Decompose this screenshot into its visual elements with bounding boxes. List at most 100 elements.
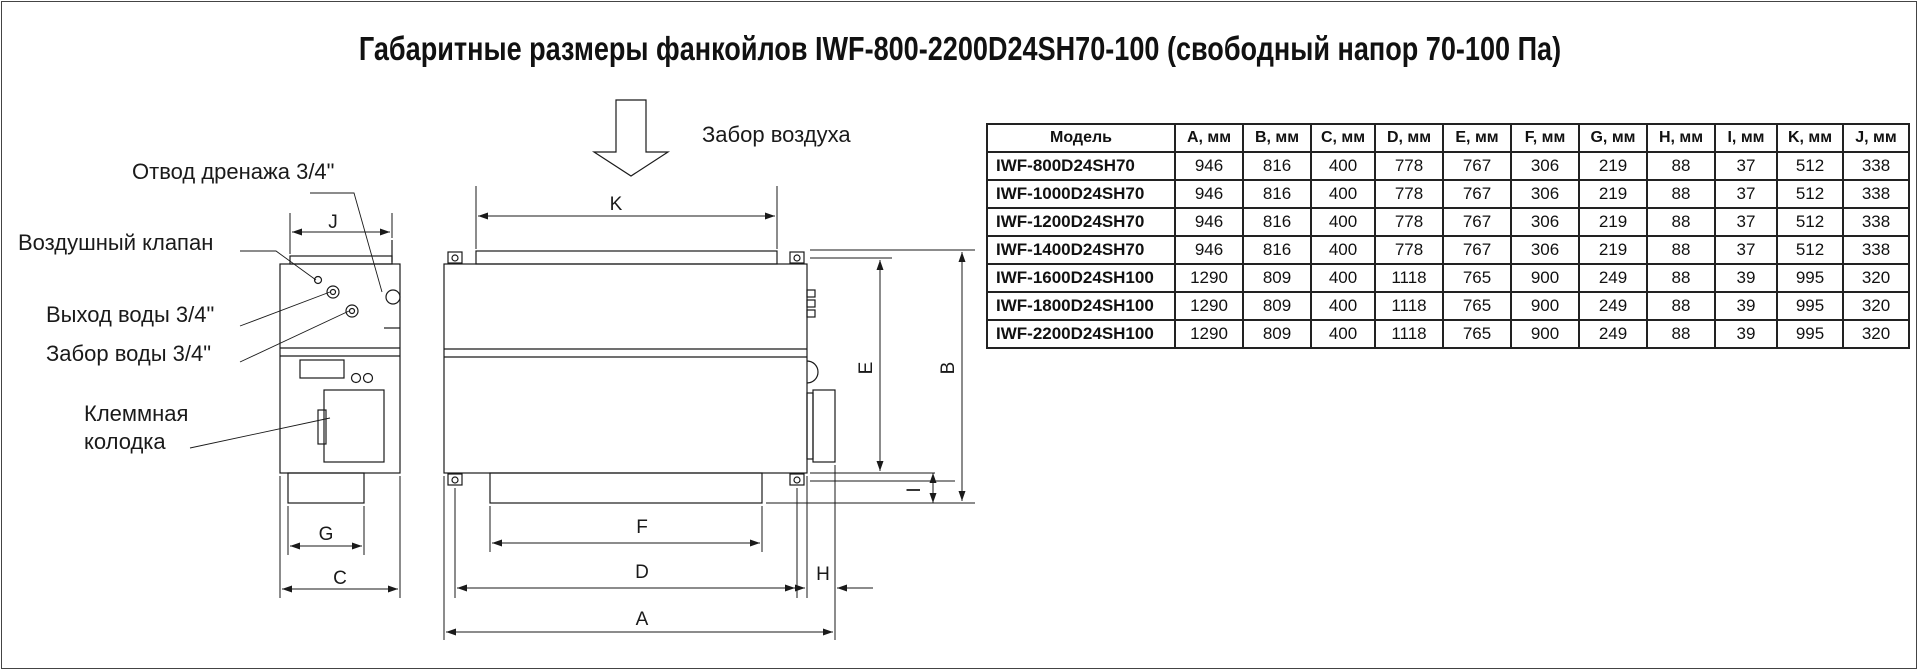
- table-cell-model: IWF-1400D24SH70: [986, 235, 1176, 265]
- table-header-cell: J, мм: [1842, 123, 1910, 153]
- table-cell: 1118: [1374, 263, 1444, 293]
- dim-label-j: J: [328, 212, 338, 233]
- table-cell: 400: [1310, 207, 1376, 237]
- table-cell: 778: [1374, 151, 1444, 181]
- table-cell: 249: [1578, 291, 1648, 321]
- table-header-cell: Модель: [986, 123, 1176, 153]
- dim-label-e: E: [856, 362, 877, 375]
- table-cell: 219: [1578, 179, 1648, 209]
- table-cell: 219: [1578, 151, 1648, 181]
- table-cell: 778: [1374, 235, 1444, 265]
- table-cell: 765: [1442, 291, 1512, 321]
- table-cell: 306: [1510, 151, 1580, 181]
- table-cell: 1118: [1374, 291, 1444, 321]
- dimensions-table: Модель A, мм B, мм C, мм D, мм E, мм F, …: [986, 123, 1910, 349]
- table-cell: 816: [1242, 207, 1312, 237]
- table-cell: 816: [1242, 235, 1312, 265]
- table-cell: 512: [1776, 179, 1844, 209]
- table-cell: 900: [1510, 263, 1580, 293]
- table-header-cell: F, мм: [1510, 123, 1580, 153]
- table-cell-model: IWF-1000D24SH70: [986, 179, 1176, 209]
- table-cell: 1290: [1174, 319, 1244, 349]
- table-cell: 400: [1310, 151, 1376, 181]
- table-cell: 995: [1776, 263, 1844, 293]
- dim-label-i: I: [904, 487, 925, 492]
- label-air-valve: Воздушный клапан: [18, 230, 213, 255]
- table-cell: 400: [1310, 291, 1376, 321]
- table-cell: 400: [1310, 319, 1376, 349]
- table-cell: 512: [1776, 207, 1844, 237]
- dim-label-b: B: [938, 362, 959, 375]
- table-cell: 512: [1776, 151, 1844, 181]
- table-cell: 946: [1174, 207, 1244, 237]
- dim-label-a: A: [636, 609, 649, 630]
- table-cell: 39: [1714, 263, 1778, 293]
- table-cell: 338: [1842, 151, 1910, 181]
- dim-label-k: K: [610, 194, 623, 215]
- table-cell: 767: [1442, 235, 1512, 265]
- table-cell: 400: [1310, 179, 1376, 209]
- table-cell: 338: [1842, 207, 1910, 237]
- side-view: [279, 240, 401, 504]
- table-cell: 809: [1242, 319, 1312, 349]
- front-dimensions: [443, 186, 975, 640]
- table-cell: 306: [1510, 235, 1580, 265]
- table-cell: 306: [1510, 179, 1580, 209]
- table-cell: 809: [1242, 291, 1312, 321]
- table-cell: 1290: [1174, 291, 1244, 321]
- table-cell: 1118: [1374, 319, 1444, 349]
- table-cell: 767: [1442, 179, 1512, 209]
- table-header-cell: G, мм: [1578, 123, 1648, 153]
- table-cell: 88: [1646, 235, 1716, 265]
- table-cell: 816: [1242, 179, 1312, 209]
- table-header-row: Модель A, мм B, мм C, мм D, мм E, мм F, …: [986, 123, 1910, 153]
- table-cell: 88: [1646, 207, 1716, 237]
- label-water-out: Выход воды 3/4": [46, 302, 214, 327]
- table-cell: 1290: [1174, 263, 1244, 293]
- table-cell: 995: [1776, 319, 1844, 349]
- table-cell: 219: [1578, 207, 1648, 237]
- table-cell: 900: [1510, 319, 1580, 349]
- table-cell-model: IWF-1800D24SH100: [986, 291, 1176, 321]
- dim-label-g: G: [319, 524, 334, 545]
- dim-label-c: C: [333, 568, 347, 589]
- table-cell: 995: [1776, 291, 1844, 321]
- table-cell: 39: [1714, 319, 1778, 349]
- table-cell: 946: [1174, 235, 1244, 265]
- table-header-cell: H, мм: [1646, 123, 1716, 153]
- table-cell: 946: [1174, 179, 1244, 209]
- table-cell: 338: [1842, 179, 1910, 209]
- table-cell: 512: [1776, 235, 1844, 265]
- label-terminal-line2: колодка: [84, 429, 166, 454]
- table-header-cell: D, мм: [1374, 123, 1444, 153]
- table-cell: 88: [1646, 291, 1716, 321]
- table-cell: 320: [1842, 263, 1910, 293]
- label-water-in: Забор воды 3/4": [46, 341, 211, 366]
- label-drain: Отвод дренажа 3/4": [132, 159, 334, 184]
- table-cell-model: IWF-1600D24SH100: [986, 263, 1176, 293]
- table-cell: 400: [1310, 263, 1376, 293]
- table-cell: 88: [1646, 151, 1716, 181]
- table-header-cell: A, мм: [1174, 123, 1244, 153]
- table-header-cell: C, мм: [1310, 123, 1376, 153]
- table-cell: 320: [1842, 319, 1910, 349]
- table-cell-model: IWF-1200D24SH70: [986, 207, 1176, 237]
- table-cell: 37: [1714, 235, 1778, 265]
- label-air-intake: Забор воздуха: [702, 122, 851, 147]
- table-cell: 37: [1714, 179, 1778, 209]
- table-cell: 37: [1714, 207, 1778, 237]
- page-title: Габаритные размеры фанкойлов IWF-800-220…: [358, 30, 1562, 67]
- table-cell: 809: [1242, 263, 1312, 293]
- table-cell: 338: [1842, 235, 1910, 265]
- dim-label-d: D: [635, 562, 649, 583]
- table-cell: 767: [1442, 207, 1512, 237]
- table-cell: 249: [1578, 263, 1648, 293]
- label-terminal-line1: Клеммная: [84, 401, 188, 426]
